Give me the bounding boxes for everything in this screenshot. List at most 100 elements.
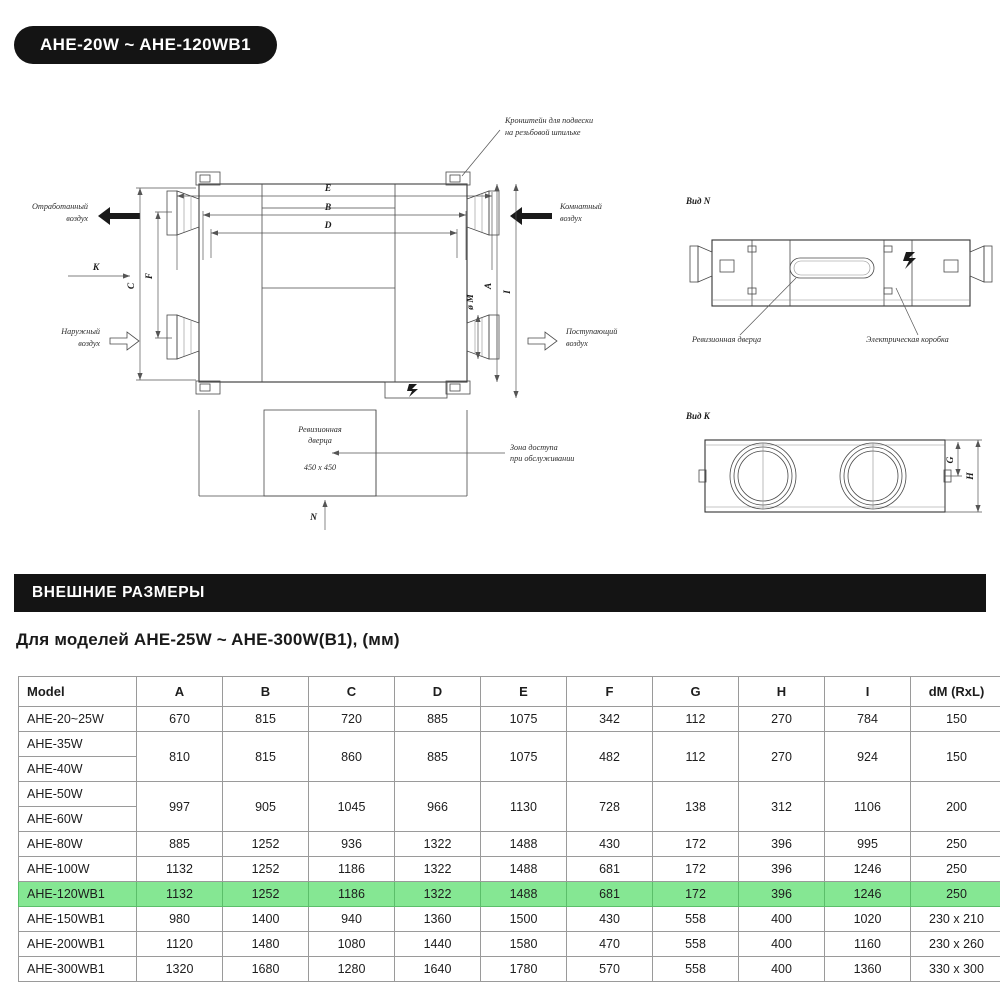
bracket-label-2: на резьбовой шпильке [505,128,581,137]
table-cell-h: 400 [738,906,825,932]
table-cell-g: 138 [652,781,739,832]
dimension-D: D [210,221,458,258]
exhaust-arrow-icon [98,207,140,225]
table-cell-e: 1780 [480,956,567,982]
table-cell-e: 1488 [480,831,567,857]
table-cell-g: 172 [652,856,739,882]
view-n-title: Вид N [685,196,711,206]
access-zone-label-2: при обслуживании [510,454,574,463]
dimension-label-H: H [966,472,976,481]
table-cell-b: 815 [222,731,309,782]
section-header-bar: ВНЕШНИЕ РАЗМЕРЫ [14,574,986,612]
table-cell-f: 570 [566,956,653,982]
dimension-label-D: D [324,221,332,231]
table-cell-model: AHE-20~25W [18,706,137,732]
table-cell-dmrxl: 250 [910,856,1000,882]
table-cell-d: 1440 [394,931,481,957]
exhaust-air-label-2: воздух [66,214,88,223]
dimension-label-E: E [324,184,331,194]
table-cell-c: 860 [308,731,395,782]
supply-air-annotation: Поступающий воздух [527,327,618,351]
dimension-I: I [503,184,519,398]
model-range-badge: AHE-20W ~ AHE-120WB1 [14,26,277,64]
inspection-door-label-2: дверца [308,436,332,445]
table-subtitle: Для моделей AHE-25W ~ AHE-300W(B1), (мм) [16,630,400,649]
view-n-arrow: N [309,500,328,530]
table-cell-dmrxl: 250 [910,881,1000,907]
access-zone-callout: Зона доступа при обслуживании [332,443,574,463]
section-title: ВНЕШНИЕ РАЗМЕРЫ [32,584,205,601]
room-air-label-2: воздух [560,214,582,223]
table-cell-g: 558 [652,956,739,982]
table-cell-g: 172 [652,881,739,907]
table-cell-e: 1580 [480,931,567,957]
table-cell-a: 1320 [136,956,223,982]
table-row[interactable]: AHE-60W [18,806,1000,832]
table-cell-b: 1252 [222,831,309,857]
table-header-c: C [308,676,395,707]
table-cell-c: 1186 [308,881,395,907]
dimension-E: E [176,184,493,270]
table-cell-g: 112 [652,706,739,732]
table-cell-c: 1045 [308,781,395,832]
table-row[interactable]: AHE-40W [18,756,1000,782]
table-cell-model: AHE-100W [18,856,137,882]
access-zone-label-1: Зона доступа [510,443,558,452]
table-cell-dmrxl: 230 x 210 [910,906,1000,932]
duct-connector-left-bottom [166,314,200,360]
exhaust-air-annotation: Отработанный воздух [32,202,140,225]
table-cell-b: 905 [222,781,309,832]
room-air-arrow-icon [510,207,552,225]
table-cell-i: 1246 [824,856,911,882]
table-cell-a: 1132 [136,856,223,882]
lightning-icon [407,384,418,397]
table-cell-f: 430 [566,831,653,857]
dimension-label-M: ø M [466,294,476,311]
table-cell-a: 1120 [136,931,223,957]
dimension-label-F: F [145,272,155,280]
view-n-lightning-icon [903,252,916,269]
table-cell-a: 997 [136,781,223,832]
table-cell-i: 1246 [824,881,911,907]
table-cell-f: 470 [566,931,653,957]
table-cell-d: 1322 [394,856,481,882]
table-cell-d: 966 [394,781,481,832]
dimension-label-I: I [503,290,513,295]
table-header-dmrxl: dM (RxL) [910,676,1000,707]
table-cell-g: 112 [652,731,739,782]
table-header-g: G [652,676,739,707]
table-cell-f: 482 [566,731,653,782]
bracket-callout: Кронштейн для подвески на резьбовой шпил… [461,116,593,177]
table-cell-e: 1488 [480,856,567,882]
table-cell-model: AHE-50W [18,781,137,807]
duct-connector-right-bottom [466,314,500,360]
table-cell-i: 1160 [824,931,911,957]
table-header-d: D [394,676,481,707]
table-cell-c: 1280 [308,956,395,982]
electrical-box [384,381,448,399]
table-cell-dmrxl: 150 [910,731,1000,782]
table-header-i: I [824,676,911,707]
table-header-a: A [136,676,223,707]
outdoor-air-label-2: воздух [78,339,100,348]
table-cell-a: 810 [136,731,223,782]
table-cell-h: 396 [738,881,825,907]
table-cell-model: AHE-80W [18,831,137,857]
table-cell-i: 784 [824,706,911,732]
table-cell-dmrxl: 250 [910,831,1000,857]
table-header-h: H [738,676,825,707]
table-cell-e: 1130 [480,781,567,832]
room-air-annotation: Комнатный воздух [510,202,603,225]
table-header-e: E [480,676,567,707]
table-cell-h: 270 [738,731,825,782]
